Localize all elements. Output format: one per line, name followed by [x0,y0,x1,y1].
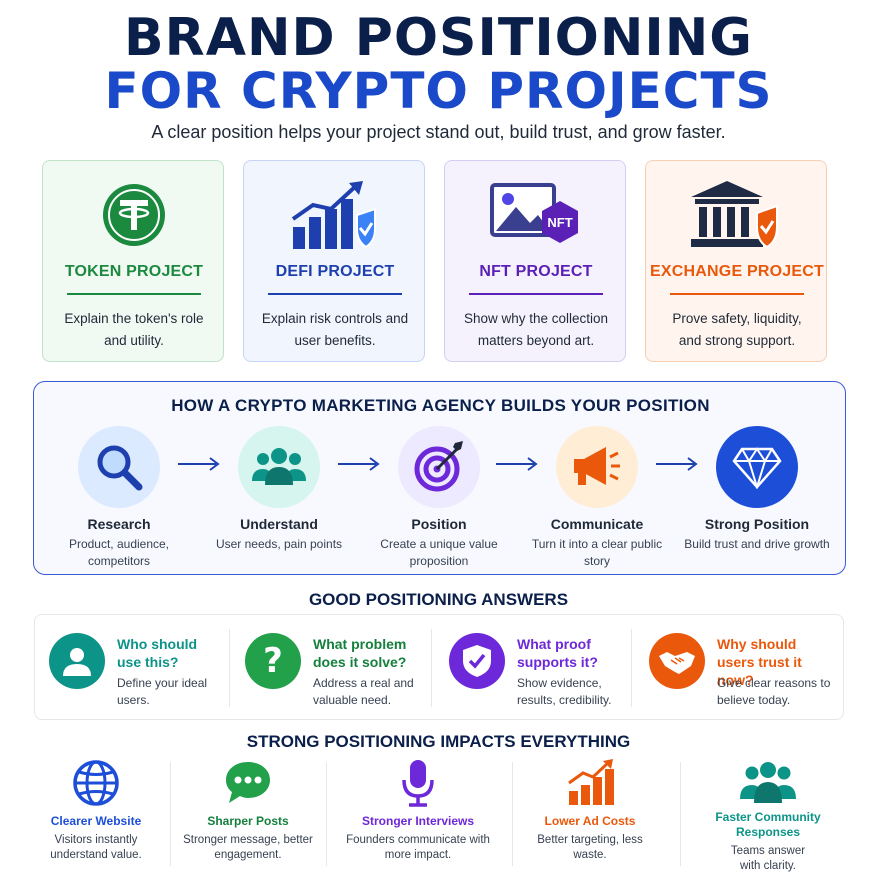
step-label: Research [87,516,151,532]
answer-description: Address a real and valuable need. [313,676,414,707]
arrow-right-icon [178,457,220,471]
step-label: Understand [240,516,318,532]
microphone-icon [336,758,500,808]
impacts-title: STRONG POSITIONING IMPACTS EVERYTHING [246,732,631,751]
page-title-line2: FOR CRYPTO PROJECTS [104,62,773,120]
impact-label: Clearer Website [50,814,142,828]
magnifier-icon [78,426,160,508]
card-divider [268,293,402,295]
step-label: Communicate [550,516,644,532]
page-title-line1: BRAND POSITIONING [124,8,753,68]
divider [431,629,432,707]
step-label: Strong Position [704,516,810,532]
divider [170,762,171,866]
card-title: NFT PROJECT [479,263,593,280]
impact-faster-community: Faster Community Responses Teams answer … [700,758,836,874]
globe-icon [30,758,162,808]
impact-lower-ad-costs: Lower Ad Costs Better targeting, less wa… [522,758,658,863]
card-title: TOKEN PROJECT [64,263,204,280]
impact-description: Better targeting, less waste. [537,834,643,861]
impact-label: Stronger Interviews [361,814,475,828]
step-description: User needs, pain points [215,537,343,551]
impact-label: Faster Community Responses [715,810,821,839]
answer-question: What problem does it solve? [313,636,407,670]
card-divider [670,293,804,295]
tether-coin-icon [43,175,225,255]
card-divider [469,293,603,295]
nft-badge-text: NFT [547,215,572,230]
card-token-project: TOKEN PROJECT Explain the token's role a… [42,160,224,362]
divider [631,629,632,707]
divider [229,629,230,707]
arrow-right-icon [656,457,698,471]
impact-sharper-posts: Sharper Posts Stronger message, better e… [182,758,314,863]
step-research: Research Product, audience, competitors [44,426,194,570]
impact-label: Lower Ad Costs [544,814,636,828]
step-label: Position [411,516,467,532]
step-strong-position: Strong Position Build trust and drive gr… [682,426,832,553]
divider [680,762,681,866]
growth-chart-shield-icon [244,175,426,255]
answer-description: Show evidence, results, credibility. [517,676,612,707]
nft-image-icon: NFT [445,175,627,255]
card-description: Prove safety, liquidity, and strong supp… [672,311,802,348]
answer-why-trust: Why should users trust it now? Give clea… [635,615,845,721]
impact-description: Founders communicate with more impact. [346,834,490,861]
answer-what-proof: What proof supports it? Show evidence, r… [435,615,635,721]
card-title: EXCHANGE PROJECT [650,263,824,280]
step-description: Create a unique value proposition [380,537,498,568]
impact-stronger-interviews: Stronger Interviews Founders communicate… [336,758,500,863]
project-cards: TOKEN PROJECT Explain the token's role a… [42,160,835,362]
card-exchange-project: EXCHANGE PROJECT Prove safety, liquidity… [645,160,827,362]
process-title: HOW A CRYPTO MARKETING AGENCY BUILDS YOU… [171,396,710,415]
answer-description: Define your ideal users. [117,676,208,707]
megaphone-icon [556,426,638,508]
impact-description: Stronger message, better engagement. [183,834,313,861]
users-icon [238,426,320,508]
card-description: Explain the token's role and utility. [64,311,204,348]
step-description: Build trust and drive growth [684,537,830,551]
answers-panel: Who should use this? Define your ideal u… [34,614,844,720]
card-nft-project: NFT NFT PROJECT Show why the collection … [444,160,626,362]
arrow-right-icon [496,457,538,471]
answer-question: Who should use this? [117,636,198,670]
card-title: DEFI PROJECT [275,263,395,280]
divider [512,762,513,866]
impact-description: Teams answer with clarity. [730,845,806,872]
diamond-icon [716,426,798,508]
divider [326,762,327,866]
card-description: Explain risk controls and user benefits. [261,311,409,348]
step-description: Turn it into a clear public story [531,537,663,568]
user-icon [49,633,105,689]
chat-bubble-icon [182,758,314,808]
bank-shield-icon [646,175,828,255]
card-divider [67,293,201,295]
card-defi-project: DEFI PROJECT Explain risk controls and u… [243,160,425,362]
shield-check-icon [449,633,505,689]
impact-description: Visitors instantly understand value. [50,834,142,861]
answers-title: GOOD POSITIONING ANSWERS [308,590,569,609]
step-understand: Understand User needs, pain points [204,426,354,553]
process-panel: HOW A CRYPTO MARKETING AGENCY BUILDS YOU… [33,381,846,575]
step-description: Product, audience, competitors [68,537,170,568]
impact-clearer-website: Clearer Website Visitors instantly under… [30,758,162,863]
question-icon: ? [245,633,301,689]
answer-question: What proof supports it? [517,636,598,670]
page-subtitle: A clear position helps your project stan… [151,122,726,142]
answer-question: Why should users trust it now? [717,636,802,688]
community-icon [700,758,836,808]
answer-what-problem: ? What problem does it solve? Address a … [231,615,431,721]
arrow-right-icon [338,457,380,471]
answer-description: Give clear reasons to believe today. [717,676,831,707]
bar-chart-icon [522,758,658,808]
card-description: Show why the collection matters beyond a… [463,311,609,348]
step-communicate: Communicate Turn it into a clear public … [522,426,672,570]
answer-who: Who should use this? Define your ideal u… [35,615,235,721]
impact-label: Sharper Posts [207,814,289,828]
handshake-icon [649,633,705,689]
target-icon [398,426,480,508]
step-position: Position Create a unique value propositi… [364,426,514,570]
